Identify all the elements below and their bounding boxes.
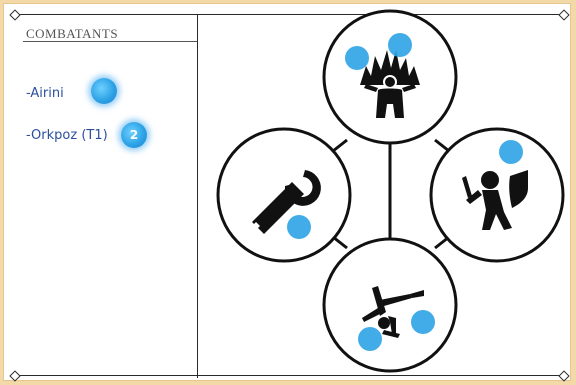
combatant-orkpoz[interactable]: -Orkpoz (T1) xyxy=(26,128,108,143)
connector-bottom-left xyxy=(332,235,348,250)
flaming-aura-icon xyxy=(360,50,420,118)
board-connectors xyxy=(332,138,450,250)
combatant-orkpoz-token[interactable] xyxy=(121,122,147,148)
connector-top-left xyxy=(332,138,348,153)
combat-token-1 xyxy=(499,140,523,164)
combatant-airini-token[interactable] xyxy=(91,78,117,104)
aura-station[interactable] xyxy=(322,9,458,145)
combatant-orkpoz-token-count: 2 xyxy=(129,128,139,142)
aura-token-2 xyxy=(388,33,412,57)
combat-station[interactable] xyxy=(429,127,565,263)
aura-token-1 xyxy=(345,46,369,70)
combatants-title: COMBATANTS xyxy=(26,26,119,41)
combatant-airini[interactable]: -Airini xyxy=(26,86,64,101)
bottom-border-rule xyxy=(14,375,564,376)
repair-token-1 xyxy=(287,215,311,239)
acrobatics-token-2 xyxy=(358,327,382,351)
connector-top-right xyxy=(434,138,450,153)
top-border-rule xyxy=(14,14,564,15)
wrench-icon xyxy=(246,170,321,236)
acrobatics-station[interactable] xyxy=(322,237,458,373)
sword-shield-warrior-icon xyxy=(462,170,528,230)
repair-station[interactable] xyxy=(216,127,352,263)
combatants-panel xyxy=(0,14,198,378)
board-tokens xyxy=(287,33,523,351)
acrobatics-token-1 xyxy=(411,310,435,334)
cartwheel-figure-icon xyxy=(362,286,424,338)
combatants-title-rule xyxy=(23,41,197,42)
